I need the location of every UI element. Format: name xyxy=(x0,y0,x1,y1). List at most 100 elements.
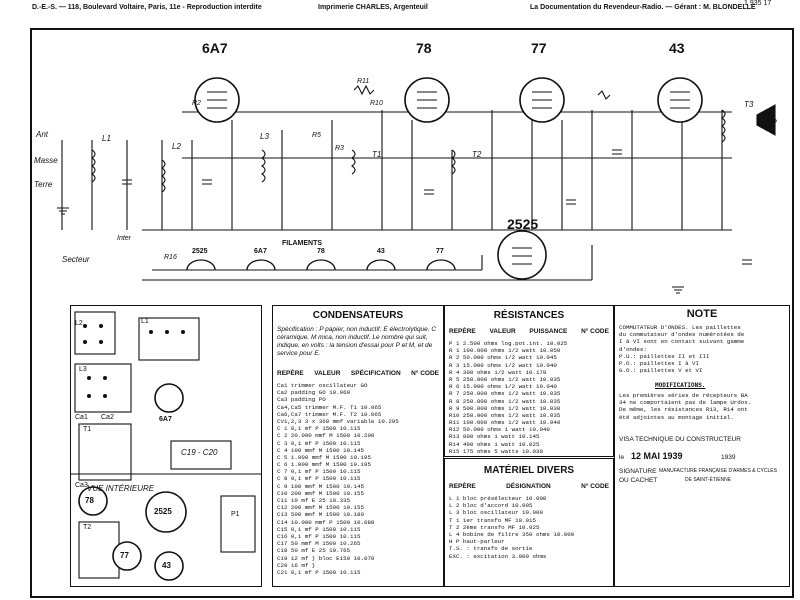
materiel-col-code: N° CODE xyxy=(581,483,609,490)
resistance-row: R11 100.000 ohms 1/2 watt 10.040 xyxy=(449,419,561,427)
resistances-header-row: REPÈRE VALEUR PUISSANCE N° CODE xyxy=(449,328,609,335)
fil-label-78: 78 xyxy=(317,248,325,255)
tube-label-78: 78 xyxy=(416,40,432,56)
r16-label: R16 xyxy=(164,254,177,261)
document-header: D.-E.-S. — 118, Boulevard Voltaire, Pari… xyxy=(0,0,800,16)
materiel-header-row: REPÈRE DÉSIGNATION N° CODE xyxy=(449,483,609,490)
modification-line: Les premières séries de récepteurs BA xyxy=(619,392,748,399)
date-year: 1939 xyxy=(721,454,736,461)
r3-label: R3 xyxy=(335,145,344,152)
materiel-row: L 2 bloc d'accord 10.005 xyxy=(449,502,533,510)
materiel-col-repere: REPÈRE xyxy=(449,483,476,490)
condensateur-row: C 8 0,1 mf P 1500 10.115 xyxy=(277,475,361,483)
condensateur-row: C19 12 mf } bloc E150 10.070 xyxy=(277,554,375,562)
condensateurs-col-repere: REPÈRE xyxy=(277,370,304,377)
l3-label: L3 xyxy=(260,132,269,141)
t2-label: T2 xyxy=(472,150,482,159)
date-prefix: le xyxy=(619,454,625,461)
antenna-label: Ant xyxy=(36,130,49,139)
condensateurs-col-valeur: VALEUR xyxy=(314,370,341,377)
layout-label-t1: T1 xyxy=(83,426,92,433)
r5-label: R5 xyxy=(312,132,321,139)
layout-label-c19-c20: C19 - C20 xyxy=(181,448,218,457)
condensateur-row: C11 10 mf E 25 10.335 xyxy=(277,497,351,504)
inter-label: Inter xyxy=(117,235,132,242)
condensateur-row: C 4 100 mmf M 1500 10.145 xyxy=(277,446,364,454)
layout-label-t2: T2 xyxy=(83,524,92,531)
condensateur-row: C 1 0,1 mf P 1500 10.115 xyxy=(277,425,361,433)
materiel-panel: MATÉRIEL DIVERS REPÈRE DÉSIGNATION N° CO… xyxy=(444,458,614,587)
condensateur-row: C 2 20.000 mmf M 1500 10.200 xyxy=(277,432,375,440)
editor-line: La Documentation du Revendeur-Radio. — G… xyxy=(530,4,756,11)
materiel-row: T 1 1er transfo MF 10.015 xyxy=(449,516,536,524)
materiel-row: L 1 bloc présélecteur 10.000 xyxy=(449,495,547,502)
materiel-col-designation: DÉSIGNATION xyxy=(506,483,551,490)
condensateurs-col-spec: SPÉCIFICATION xyxy=(350,370,401,377)
condensateur-row: Ca6,Ca7 trimmer M.F. T2 10.065 xyxy=(277,410,382,418)
note-line: du commutateur d'ondes numérotées de xyxy=(619,331,745,339)
resistances-panel: RÉSISTANCES REPÈRE VALEUR PUISSANCE N° C… xyxy=(444,305,614,457)
publisher-line: D.-E.-S. — 118, Boulevard Voltaire, Pari… xyxy=(32,4,262,11)
l1-label: L1 xyxy=(102,134,111,143)
layout-label-ca1: Ca1 xyxy=(75,414,88,421)
condensateur-row: C20 16 mf } xyxy=(277,561,316,569)
tube-label-6a7: 6A7 xyxy=(202,40,228,56)
condensateur-row: C 9 100 mmf M 1500 10.145 xyxy=(277,482,364,490)
tube-label-43: 43 xyxy=(669,40,685,56)
masse-label: Masse xyxy=(34,156,58,165)
note-title: NOTE xyxy=(686,308,718,320)
condensateur-row: Ca1 trimmer oscillateur GO xyxy=(277,382,368,389)
layout-label-6a7: 6A7 xyxy=(159,416,172,423)
t3-label: T3 xyxy=(744,100,754,109)
page-mark: 1 935 17 xyxy=(744,0,772,7)
condensateur-row: C 6 1.000 mmf M 1500 10.195 xyxy=(277,461,371,469)
resistance-row: R 2 50.000 ohms 1/2 watt 10.045 xyxy=(449,354,557,362)
note-line: P.O.: paillettes I à VI xyxy=(619,359,700,367)
layout-label-78: 78 xyxy=(85,496,94,505)
resistance-row: R 6 15.000 ohms 1/2 watt 10.040 xyxy=(449,383,557,391)
hp-label: HP xyxy=(766,118,778,127)
resistance-row: R13 800 ohms 1 watt 10.145 xyxy=(449,433,540,441)
manufacturer-stamp-city: DE SAINT-ÉTIENNE xyxy=(685,477,732,483)
secteur-label: Secteur xyxy=(62,255,90,264)
modification-line: De même, les résistances R13, R14 ont xyxy=(619,406,748,414)
resistance-row: R 1 100.000 ohms 1/2 watt 10.050 xyxy=(449,347,561,355)
signature-label: SIGNATURE xyxy=(619,468,657,475)
condensateur-row: C16 0,1 mf P 1500 10.115 xyxy=(277,532,361,540)
r11-label: R11 xyxy=(357,78,370,85)
fil-label-43: 43 xyxy=(377,248,385,255)
note-line: COMMUTATEUR D'ONDES. Les paillettes xyxy=(619,324,741,331)
cachet-label: OU CACHET xyxy=(619,477,658,484)
condensateurs-panel: CONDENSATEURS Spécification : P papier, … xyxy=(272,305,444,587)
materiel-row: L 3 bloc oscillateur 10.000 xyxy=(449,509,543,517)
condensateurs-header-row: REPÈRE VALEUR SPÉCIFICATION N° CODE xyxy=(277,370,439,377)
filaments-label: FILAMENTS xyxy=(282,240,323,247)
resistance-row: R15 175 ohms 5 watts 10.030 xyxy=(449,447,543,455)
printer-line: Imprimerie CHARLES, Argenteuil xyxy=(318,4,428,11)
resistance-row: R 7 250.000 ohms 1/2 watt 10.035 xyxy=(449,390,561,398)
date-stamp: 12 MAI 1939 xyxy=(631,451,683,461)
materiel-row: EXC. : excitation 3.000 ohms xyxy=(449,552,547,560)
tube-label-77: 77 xyxy=(531,40,547,56)
tube-label-2525: 2525 xyxy=(507,216,539,232)
chassis-drawing xyxy=(71,311,261,581)
layout-label-l2: L2 xyxy=(75,320,83,327)
layout-label-ca2: Ca2 xyxy=(101,414,114,421)
layout-label-l1: L1 xyxy=(141,318,149,325)
schematic-drawing xyxy=(57,77,776,294)
materiel-row: T.S. : transfo de sortie xyxy=(449,545,533,553)
resistance-row: R 8 250.000 ohms 1/2 watt 10.035 xyxy=(449,397,561,405)
condensateur-row: C13 500 mmf M 1500 10.180 xyxy=(277,511,364,519)
condensateur-row: C12 200 mmf M 1500 10.155 xyxy=(277,504,364,512)
resistance-row: R 3 15.000 ohms 1/2 watt 10.040 xyxy=(449,361,557,369)
materiel-row: H P haut-parleur xyxy=(449,538,505,546)
condensateur-row: C 3 0,1 mf P 1500 10.115 xyxy=(277,439,361,447)
note-line: I à VI sont en contact suivant gamme xyxy=(619,338,745,346)
note-line: d'ondes: xyxy=(619,345,647,353)
materiel-row: L 4 bobine de filtre 350 ohms 10.000 xyxy=(449,530,575,538)
note-line: P.U.: paillettes II et III xyxy=(619,352,710,360)
fil-label-6a7: 6A7 xyxy=(254,248,267,255)
resistances-col-code: N° CODE xyxy=(581,328,609,335)
condensateurs-spec: Spécification : P papier, non inductif. … xyxy=(277,326,437,357)
condensateur-row: C17 50 mmf M 1500 10.265 xyxy=(277,540,361,548)
